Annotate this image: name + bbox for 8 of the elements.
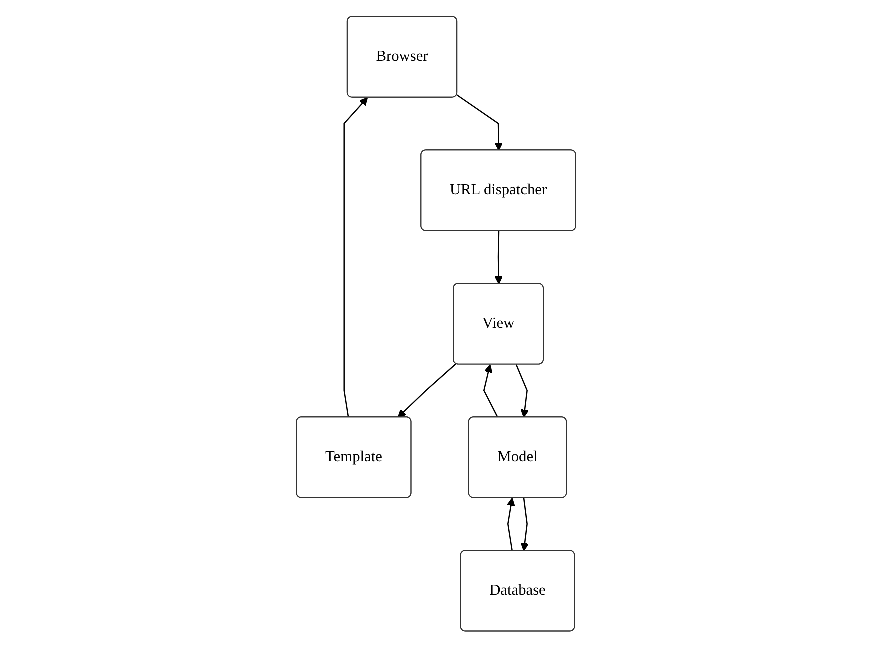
arrow [520,498,530,552]
arrow [494,231,504,285]
arrow [398,364,457,418]
arrow [456,94,504,152]
arrow [507,498,516,552]
arrow [484,364,499,418]
arrow [344,97,368,418]
arrow [516,364,530,418]
